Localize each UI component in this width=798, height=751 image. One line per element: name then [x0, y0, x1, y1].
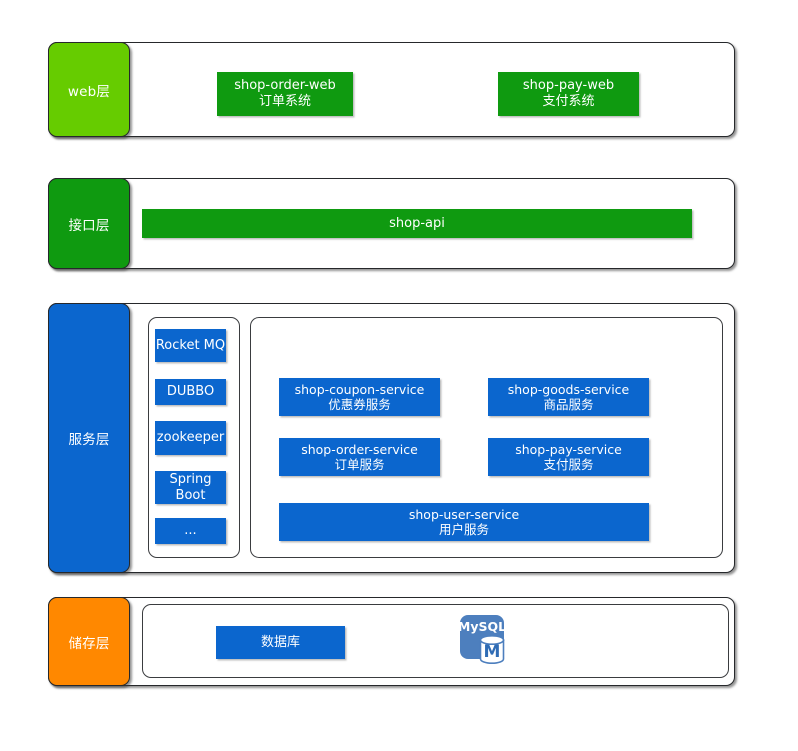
component-shop-pay-service-name: shop-pay-service — [515, 442, 622, 457]
middleware-zookeeper[interactable]: zookeeper — [155, 421, 226, 455]
interface-layer-label-text: 接口层 — [68, 217, 110, 234]
component-shop-pay-service-desc: 支付服务 — [543, 457, 594, 472]
component-shop-order-web-desc: 订单系统 — [258, 94, 311, 109]
middleware-more-label: ... — [184, 523, 197, 539]
service-layer-label-text: 服务层 — [68, 432, 110, 448]
middleware-dubbo-label: DUBBO — [166, 384, 215, 400]
middleware-dubbo[interactable]: DUBBO — [155, 379, 226, 405]
web-layer-label: web层 — [48, 42, 130, 137]
interface-layer-label: 接口层 — [48, 178, 130, 269]
storage-layer-label: 储存层 — [48, 597, 130, 686]
component-shop-api-name: shop-api — [389, 215, 445, 231]
component-shop-coupon-service-desc: 优惠券服务 — [328, 397, 391, 412]
component-shop-user-service-name: shop-user-service — [408, 507, 520, 522]
component-shop-coupon-service-name: shop-coupon-service — [294, 382, 425, 397]
middleware-more[interactable]: ... — [155, 518, 226, 544]
component-shop-order-service[interactable]: shop-order-service 订单服务 — [279, 438, 440, 476]
component-shop-user-service[interactable]: shop-user-service 用户服务 — [279, 503, 649, 541]
middleware-zookeeper-label: zookeeper — [156, 430, 225, 446]
component-shop-user-service-desc: 用户服务 — [438, 522, 489, 537]
web-layer-label-text: web层 — [67, 83, 111, 100]
component-shop-order-web[interactable]: shop-order-web 订单系统 — [217, 72, 353, 116]
service-layer-label: 服务层 — [48, 303, 130, 573]
middleware-rocket-mq-label: Rocket MQ — [155, 337, 226, 353]
middleware-spring-boot-label: Spring Boot — [169, 471, 212, 503]
middleware-rocket-mq[interactable]: Rocket MQ — [155, 329, 226, 362]
storage-layer-label-text: 储存层 — [68, 635, 110, 652]
component-shop-pay-web[interactable]: shop-pay-web 支付系统 — [498, 72, 639, 116]
middleware-spring-boot[interactable]: Spring Boot — [155, 471, 226, 504]
component-shop-pay-web-desc: 支付系统 — [542, 94, 595, 109]
component-shop-order-service-desc: 订单服务 — [334, 457, 385, 472]
component-shop-order-service-name: shop-order-service — [301, 442, 418, 457]
svg-text:MySQL: MySQL — [459, 619, 506, 634]
component-shop-pay-web-name: shop-pay-web — [522, 78, 615, 94]
component-shop-goods-service-desc: 商品服务 — [543, 397, 594, 412]
component-shop-order-web-name: shop-order-web — [234, 78, 336, 94]
component-database[interactable]: 数据库 — [216, 626, 345, 659]
component-shop-api[interactable]: shop-api — [142, 209, 692, 238]
component-shop-goods-service[interactable]: shop-goods-service 商品服务 — [488, 378, 649, 416]
mysql-icon: MySQL M — [458, 612, 515, 670]
component-shop-pay-service[interactable]: shop-pay-service 支付服务 — [488, 438, 649, 476]
component-shop-coupon-service[interactable]: shop-coupon-service 优惠券服务 — [279, 378, 440, 416]
component-shop-goods-service-name: shop-goods-service — [507, 382, 630, 397]
component-database-name: 数据库 — [260, 634, 300, 650]
svg-text:M: M — [484, 642, 501, 662]
